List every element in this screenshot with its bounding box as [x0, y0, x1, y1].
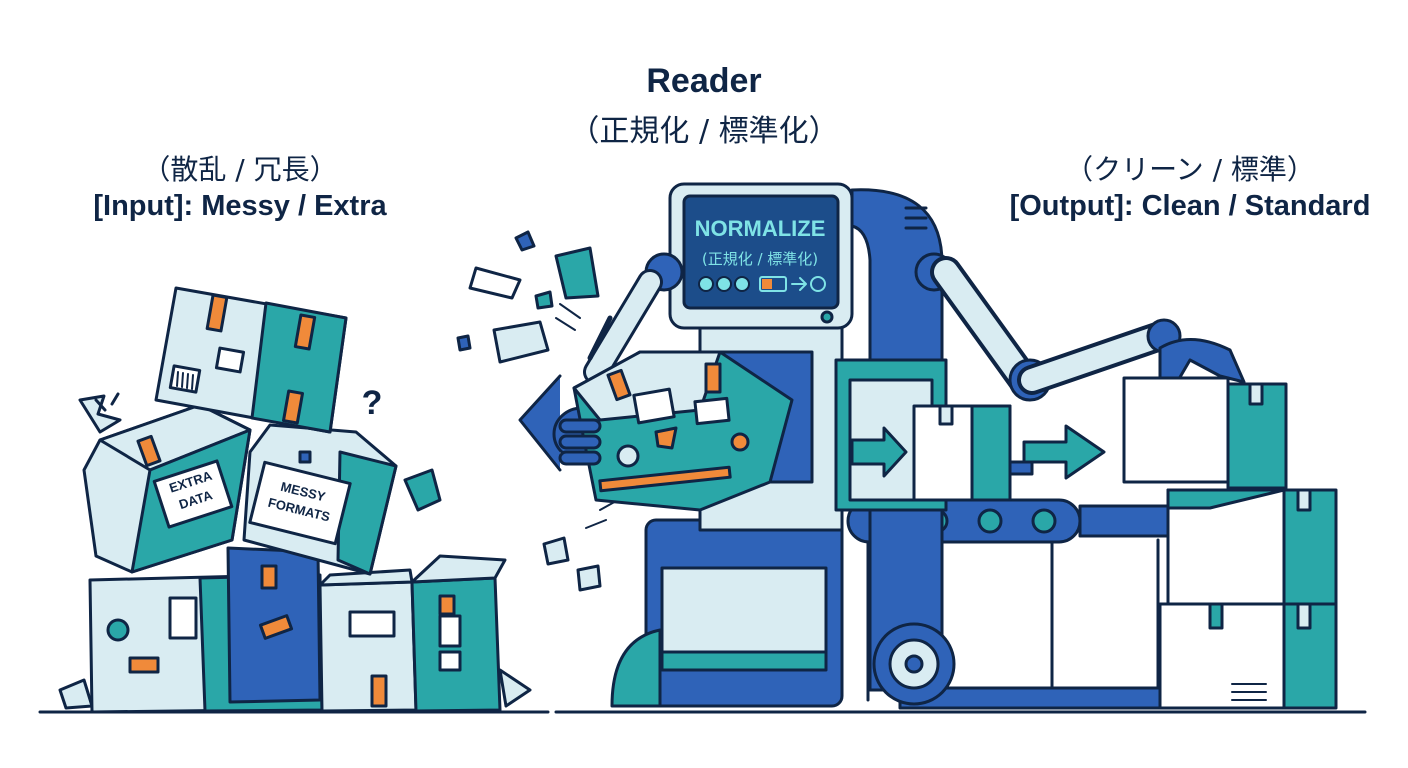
tape: [1298, 490, 1310, 510]
scrap: [470, 268, 520, 298]
check-icon: [717, 277, 731, 291]
check-icon: [699, 277, 713, 291]
tape: [130, 658, 158, 672]
messy-box: [320, 582, 416, 711]
conveyor-extension: [1080, 506, 1170, 536]
finger: [560, 436, 600, 448]
screen-subtitle: (正規化 / 標準化): [702, 250, 818, 268]
box-lid: [412, 556, 505, 582]
box-stain: [618, 446, 638, 466]
scrap: [516, 232, 534, 250]
barcode-label: [170, 366, 199, 392]
tape: [1210, 604, 1222, 628]
check-icon: [735, 277, 749, 291]
finger: [560, 420, 600, 432]
box-label: [170, 598, 196, 638]
machine-panel: [662, 568, 826, 652]
scrap: [544, 538, 568, 564]
box-label: [695, 398, 729, 423]
clean-box: [1124, 378, 1228, 482]
box-label: [216, 348, 243, 372]
scrap: [536, 292, 552, 308]
roller: [979, 510, 1001, 532]
roller: [1033, 510, 1055, 532]
box-mark: [300, 452, 310, 462]
box-stain: [656, 428, 676, 448]
screen-title: NORMALIZE: [695, 216, 826, 241]
scrap: [458, 336, 470, 350]
scrap: [578, 566, 600, 590]
box-stain: [732, 434, 748, 450]
tape: [1298, 604, 1310, 628]
arm-segment: [946, 272, 1024, 380]
paper-scrap: [60, 680, 92, 708]
arm-elbow: [520, 376, 560, 470]
tape: [706, 364, 720, 392]
paper-scrap: [500, 670, 530, 706]
sorted-box: [914, 406, 1010, 500]
wheel-guard: [612, 630, 660, 706]
box-label: [440, 652, 460, 670]
power-led: [822, 312, 832, 322]
clean-box-side: [972, 406, 1010, 500]
tape: [284, 391, 303, 423]
finger: [560, 452, 600, 464]
arrow-right-icon: [1024, 426, 1104, 478]
tape: [372, 676, 386, 706]
paper-scrap: [405, 470, 440, 510]
box-side: [338, 452, 396, 574]
tape: [1250, 384, 1262, 404]
scrap: [556, 248, 598, 298]
machine-panel-stripe: [662, 652, 826, 670]
question-mark-icon: ?: [362, 384, 383, 422]
box-label: [350, 612, 394, 636]
box-stain: [108, 620, 128, 640]
tape: [940, 406, 952, 424]
battery-level: [762, 279, 772, 289]
clean-box-stack: [1124, 378, 1336, 708]
tape: [440, 596, 454, 614]
box-label: [440, 616, 460, 646]
box-label: [634, 389, 674, 423]
scrap: [494, 322, 548, 362]
wheel-axle: [906, 656, 922, 672]
tape: [262, 566, 276, 588]
